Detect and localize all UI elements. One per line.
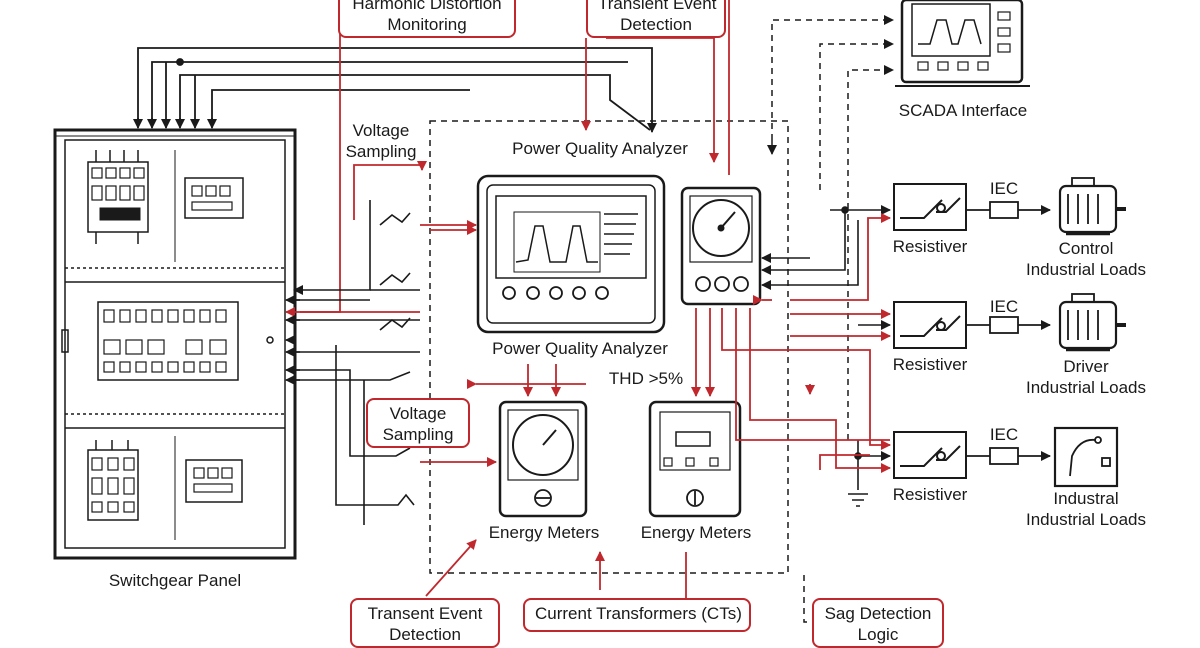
sampling-red-links xyxy=(300,225,815,600)
load-1-label: Control Industrial Loads xyxy=(1016,238,1156,280)
power-quality-analyzer-device xyxy=(476,174,666,334)
voltage-sampling-top-line1: Voltage xyxy=(352,121,410,140)
load-3-line1: Industral xyxy=(1053,489,1119,508)
energy-meters-1-label: Energy Meters xyxy=(488,523,600,542)
scada-label: SCADA Interface xyxy=(898,101,1028,120)
harmonic-distortion-line1: Harmonic Distortion xyxy=(352,0,502,13)
transient-event-bottom-callout: Transent Event Detection xyxy=(350,598,500,648)
sag-detection-line2: Logic xyxy=(857,625,899,644)
sampling-wiring xyxy=(285,200,420,525)
sag-detection-line1: Sag Detection xyxy=(824,604,932,623)
voltage-sampling-mid-line2: Sampling xyxy=(382,425,454,444)
energy-meters-2-label: Energy Meters xyxy=(640,523,752,542)
current-transformers-text: Current Transformers (CTs) xyxy=(535,604,742,623)
diagram-canvas xyxy=(53,0,1126,623)
analyzer-boundary xyxy=(429,15,894,623)
current-transformers-callout: Current Transformers (CTs) xyxy=(523,598,751,632)
resistiver-2-label: Resistiver xyxy=(892,355,968,374)
energy-meter-digital-device xyxy=(648,400,742,518)
iec-1-label: IEC xyxy=(989,179,1019,198)
harmonic-distortion-line2: Monitoring xyxy=(387,15,467,34)
resistiver-1-label: Resistiver xyxy=(892,237,968,256)
voltage-sampling-mid-line1: Voltage xyxy=(389,404,447,423)
voltage-sampling-top-line2: Sampling xyxy=(345,142,417,161)
voltage-sampling-top-label: Voltage Sampling xyxy=(340,120,422,162)
voltage-sampling-mid-callout: Voltage Sampling xyxy=(366,398,470,448)
transient-event-top-line2: Detection xyxy=(620,15,692,34)
switchgear-panel xyxy=(53,128,297,560)
thd-label: THD >5% xyxy=(608,369,684,388)
load-3-line2: Industrial Loads xyxy=(1025,510,1147,529)
load-2-line1: Driver xyxy=(1063,357,1109,376)
load-1-line2: Industrial Loads xyxy=(1025,260,1147,279)
pqa-top-label: Power Quality Analyzer xyxy=(512,139,688,158)
pqa-bottom-label: Power Quality Analyzer xyxy=(492,339,668,358)
harmonic-distortion-callout: Harmonic Distortion Monitoring xyxy=(338,0,516,38)
load-wiring-red xyxy=(721,213,891,473)
resistiver-blocks xyxy=(893,183,967,479)
transient-event-bottom-line1: Transent Event xyxy=(367,604,483,623)
iec-and-loads xyxy=(966,177,1126,488)
resistiver-3-label: Resistiver xyxy=(892,485,968,504)
scada-monitor-device xyxy=(895,0,1030,87)
transient-event-top-callout: Transient Event Detection xyxy=(586,0,726,38)
load-2-line2: Industrial Loads xyxy=(1025,378,1147,397)
load-3-label: Industral Industrial Loads xyxy=(1016,488,1156,530)
top-bus-wiring xyxy=(133,47,657,133)
energy-meter-analog-device xyxy=(498,400,588,518)
switchgear-label: Switchgear Panel xyxy=(108,571,242,590)
transient-event-top-line1: Transient Event xyxy=(598,0,717,13)
load-2-label: Driver Industrial Loads xyxy=(1016,356,1156,398)
iec-3-label: IEC xyxy=(989,425,1019,444)
transient-event-bottom-line2: Detection xyxy=(389,625,461,644)
load-1-line1: Control xyxy=(1058,239,1114,258)
analog-meter-device xyxy=(680,186,762,306)
iec-2-label: IEC xyxy=(989,297,1019,316)
sag-detection-callout: Sag Detection Logic xyxy=(812,598,944,648)
